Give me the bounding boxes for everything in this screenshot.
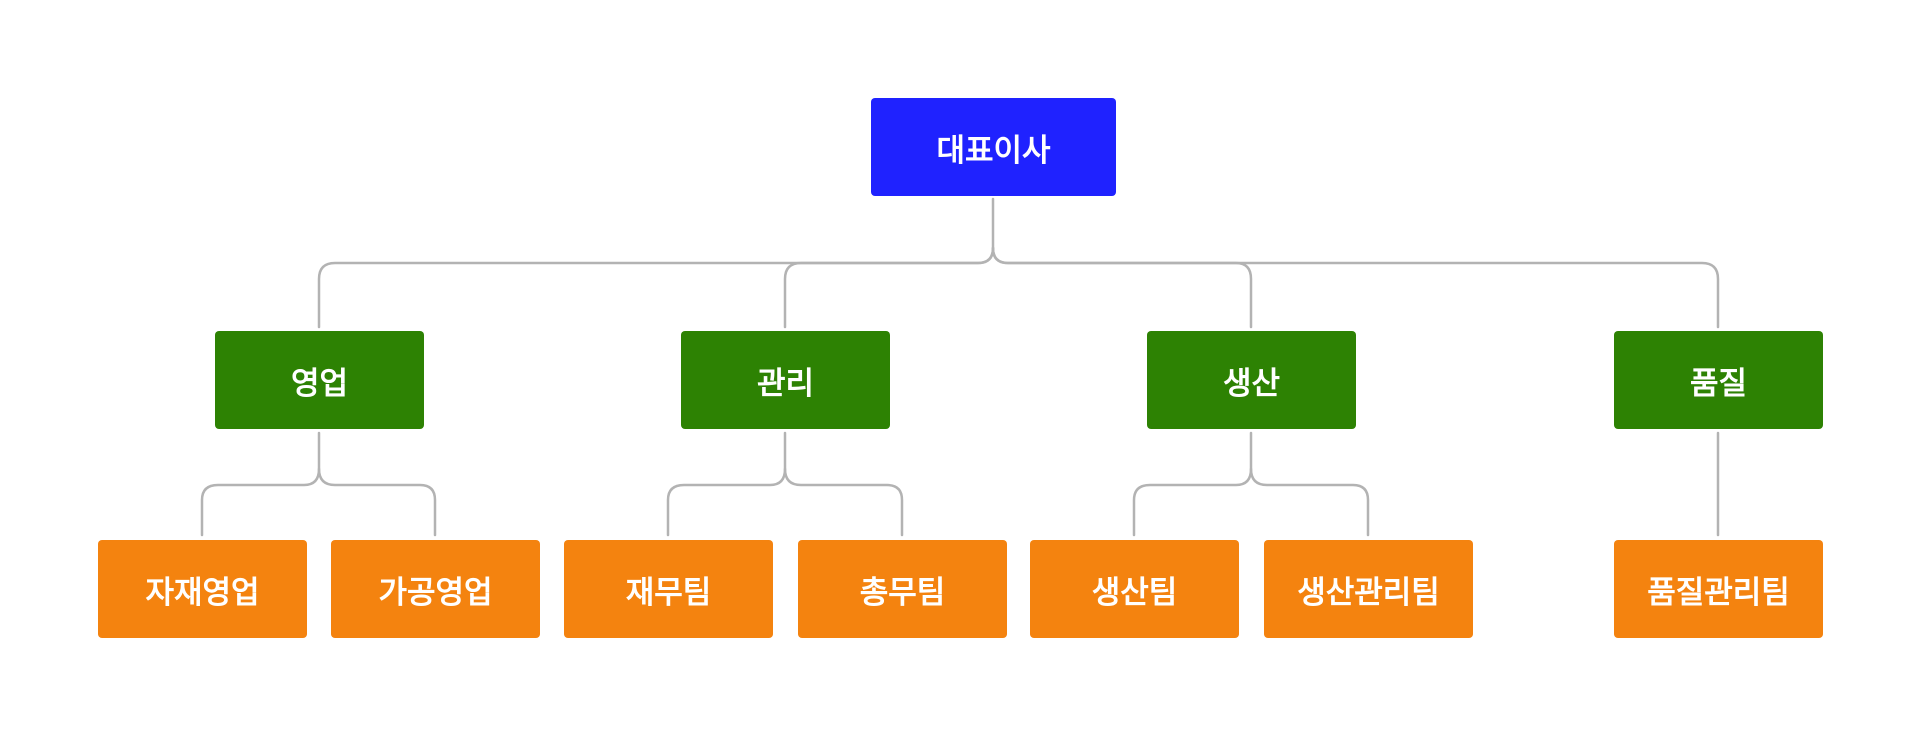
- team-node-production-management: 생산관리팀: [1264, 540, 1473, 638]
- team-node-finance: 재무팀: [564, 540, 773, 638]
- connector-root-prod: [991, 246, 1253, 329]
- team-node-label: 가공영업: [378, 574, 493, 611]
- dept-node-quality: 품질: [1614, 331, 1823, 429]
- team-node-label: 총무팀: [859, 574, 946, 611]
- team-node-material-sales: 자재영업: [98, 540, 307, 638]
- dept-node-production: 생산: [1147, 331, 1356, 429]
- dept-node-admin: 관리: [681, 331, 890, 429]
- dept-node-sales: 영업: [215, 331, 424, 429]
- team-node-label: 자재영업: [145, 574, 260, 611]
- dept-node-label: 영업: [290, 365, 349, 402]
- team-node-label: 재무팀: [625, 574, 712, 611]
- team-node-label: 생산관리팀: [1297, 574, 1440, 611]
- connector-prod-team4: [1132, 431, 1253, 537]
- dept-node-label: 관리: [756, 365, 815, 402]
- team-node-quality-management: 품질관리팀: [1614, 540, 1823, 638]
- connector-sales-team0: [200, 431, 321, 537]
- connector-root-admin: [783, 246, 995, 329]
- connector-root-quality: [991, 246, 1720, 329]
- team-node-label: 생산팀: [1091, 574, 1178, 611]
- team-node-label: 품질관리팀: [1647, 574, 1790, 611]
- connector-admin-team2: [666, 431, 787, 537]
- team-node-general-affairs: 총무팀: [798, 540, 1007, 638]
- team-node-processing-sales: 가공영업: [331, 540, 540, 638]
- dept-node-label: 품질: [1689, 365, 1748, 402]
- dept-node-label: 생산: [1222, 365, 1281, 402]
- team-node-production: 생산팀: [1030, 540, 1239, 638]
- root-node-label: 대표이사: [936, 132, 1051, 169]
- connector-sales-team1: [317, 467, 437, 537]
- root-node-ceo: 대표이사: [871, 98, 1116, 196]
- connector-prod-team5: [1249, 467, 1370, 537]
- connector-admin-team3: [783, 467, 904, 537]
